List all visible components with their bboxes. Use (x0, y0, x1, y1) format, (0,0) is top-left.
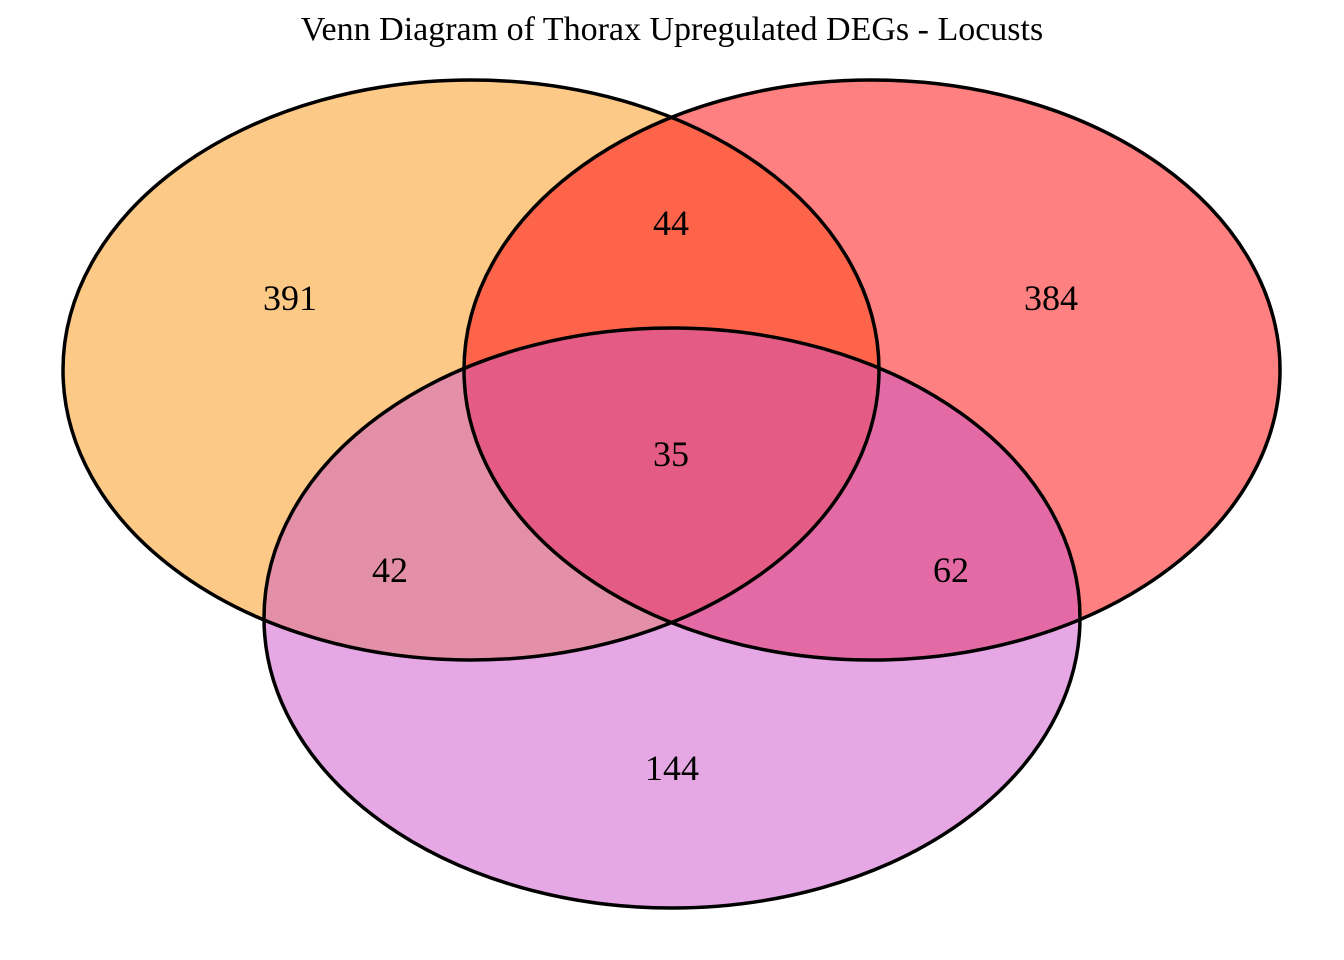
count-a-b-c: 35 (653, 434, 689, 474)
count-b-c: 62 (933, 550, 969, 590)
count-a-only: 391 (263, 278, 317, 318)
diagram-title: Venn Diagram of Thorax Upregulated DEGs … (301, 11, 1043, 48)
set-c-outline (262, 326, 1082, 910)
count-b-only: 384 (1024, 278, 1078, 318)
count-c-only: 144 (645, 748, 699, 788)
count-a-b: 44 (653, 203, 689, 243)
count-a-c: 42 (372, 550, 408, 590)
set-a-outline (61, 78, 881, 662)
